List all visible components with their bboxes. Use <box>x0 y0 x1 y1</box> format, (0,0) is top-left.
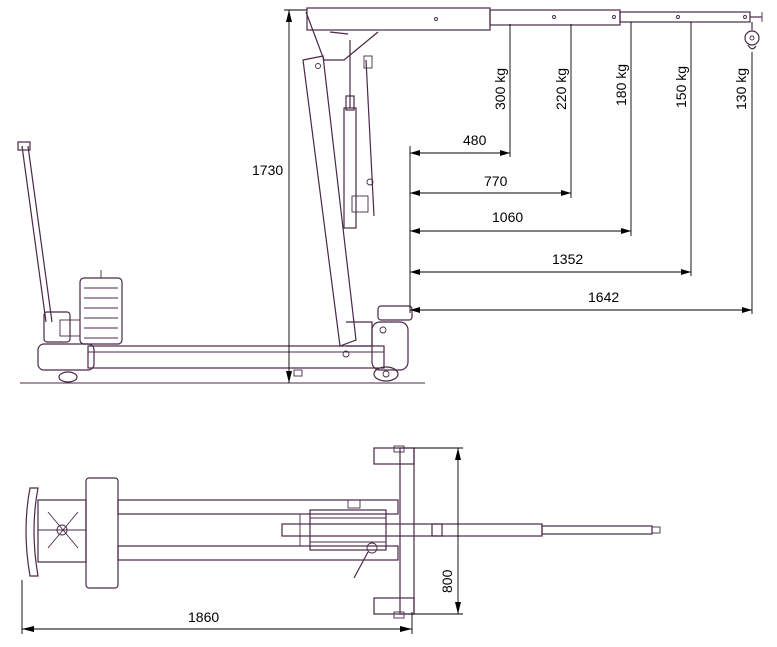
boom <box>305 7 763 61</box>
side-view: 1730 480 770 1060 1352 <box>17 7 763 384</box>
top-mast-block <box>281 499 443 579</box>
load-label-180: 180 kg <box>613 64 629 106</box>
length-dimension: 1860 <box>21 580 413 634</box>
cross-leg <box>373 445 415 619</box>
reach-label-1352: 1352 <box>552 251 583 267</box>
height-label: 1730 <box>252 162 283 178</box>
load-label-300: 300 kg <box>492 68 508 110</box>
load-label-220: 220 kg <box>553 68 569 110</box>
top-counterweight <box>85 477 119 589</box>
wheels <box>58 366 399 383</box>
reach-dimensions: 480 770 1060 1352 1642 <box>409 22 753 314</box>
steering-handle <box>17 141 81 343</box>
length-label: 1860 <box>188 609 219 625</box>
hook <box>744 22 760 50</box>
reach-label-1060: 1060 <box>492 209 523 225</box>
width-label: 800 <box>439 569 455 593</box>
top-handle <box>25 487 87 577</box>
hydraulic-cylinder <box>343 40 375 229</box>
mast <box>302 55 373 358</box>
load-label-150: 150 kg <box>673 66 689 108</box>
base-frame <box>37 305 413 371</box>
counterweight-stack <box>79 270 123 345</box>
width-dimension: 800 <box>414 447 463 615</box>
reach-label-1642: 1642 <box>588 289 619 305</box>
chassis-rails <box>117 499 399 561</box>
load-label-130: 130 kg <box>733 68 749 110</box>
height-dimension: 1730 <box>252 9 307 383</box>
top-view: 1860 800 <box>21 445 661 634</box>
load-labels: 300 kg 220 kg 180 kg 150 kg 130 kg <box>492 64 749 110</box>
top-boom <box>431 523 661 537</box>
reach-label-480: 480 <box>463 132 487 148</box>
reach-label-770: 770 <box>484 173 508 189</box>
